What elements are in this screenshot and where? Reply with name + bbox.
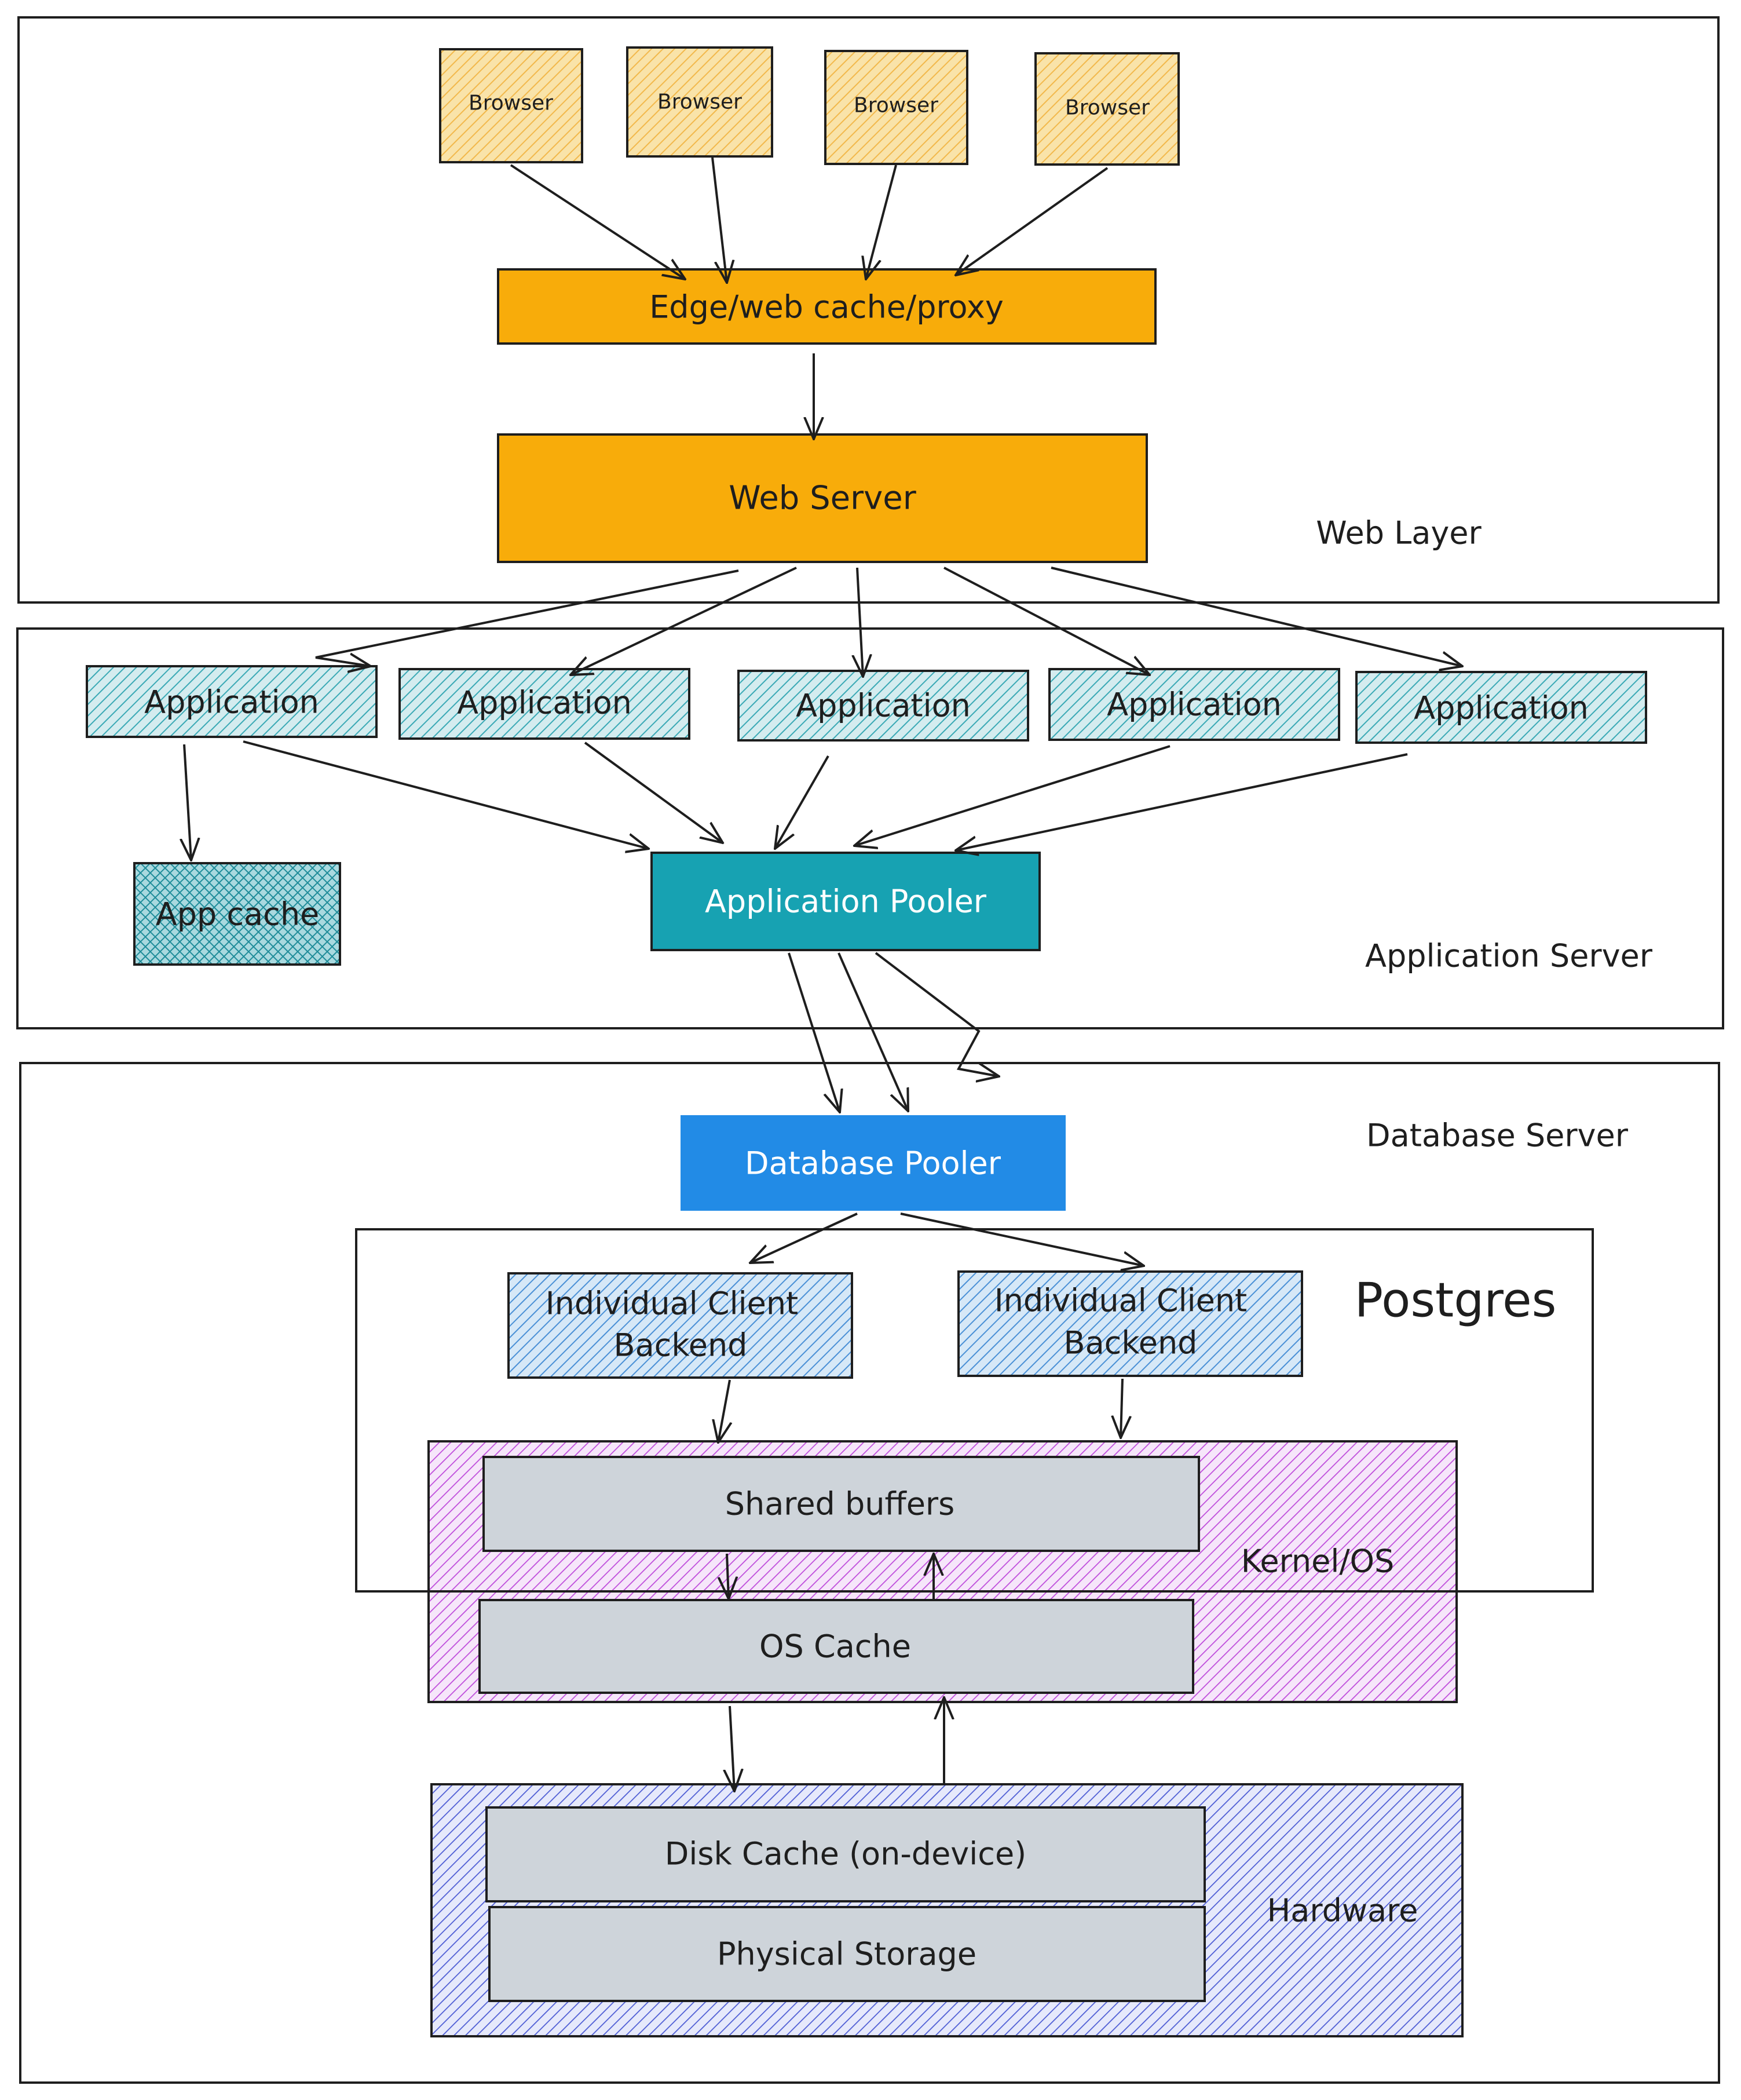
client-backend-label-line1: Individual Client (546, 1285, 798, 1322)
application-pooler-label: Application Pooler (705, 883, 987, 920)
shared-buffers-label: Shared buffers (725, 1486, 955, 1522)
application-node: Application (1048, 668, 1340, 741)
client-backend-node: Individual Client Backend (507, 1272, 853, 1379)
physical-storage-node: Physical Storage (488, 1906, 1206, 2002)
application-label: Application (144, 684, 319, 721)
browser-label: Browser (1065, 96, 1150, 120)
client-backend-label-line1: Individual Client (994, 1283, 1247, 1319)
web-server-label: Web Server (729, 480, 917, 517)
database-server-region (19, 1062, 1720, 2084)
application-server-region (16, 627, 1724, 1029)
application-label: Application (796, 688, 971, 724)
physical-storage-label: Physical Storage (717, 1936, 976, 1973)
arrow (956, 753, 1408, 850)
browser-node: Browser (824, 50, 968, 165)
arrow (711, 157, 727, 283)
web-layer-region (17, 16, 1720, 604)
arrow (775, 755, 829, 849)
client-backend-label-line2: Backend (1064, 1325, 1198, 1361)
edge-proxy-label: Edge/web cache/proxy (649, 289, 1004, 326)
kernel-os-label: Kernel/OS (1241, 1543, 1395, 1580)
application-node: Application (1355, 671, 1647, 744)
browser-label: Browser (854, 94, 938, 118)
client-backend-label-line2: Backend (614, 1327, 748, 1364)
arrow (184, 744, 191, 860)
application-node: Application (86, 665, 378, 738)
arrow (1051, 567, 1462, 666)
application-pooler-node: Application Pooler (650, 852, 1041, 951)
disk-cache-node: Disk Cache (on-device) (485, 1806, 1206, 1902)
arrow (510, 164, 685, 279)
os-cache-label: OS Cache (759, 1628, 911, 1665)
database-pooler-node: Database Pooler (681, 1115, 1066, 1211)
arrow (243, 740, 649, 849)
postgres-label: Postgres (1355, 1273, 1557, 1328)
web-server-node: Web Server (497, 433, 1148, 563)
arrow (866, 165, 897, 279)
application-label: Application (1414, 690, 1589, 726)
arrow (727, 1553, 729, 1599)
disk-cache-label: Disk Cache (on-device) (665, 1836, 1027, 1872)
browser-label: Browser (469, 92, 553, 115)
browser-node: Browser (1034, 52, 1180, 166)
arrow (837, 952, 908, 1111)
arrow (570, 567, 797, 675)
arrow (956, 167, 1109, 275)
database-server-label: Database Server (1366, 1117, 1629, 1154)
arrow (750, 1212, 858, 1263)
edge-proxy-node: Edge/web cache/proxy (497, 268, 1157, 345)
database-pooler-label: Database Pooler (745, 1145, 1001, 1182)
app-cache-node: App cache (133, 862, 341, 966)
arrow (900, 1212, 1144, 1266)
browser-node: Browser (626, 46, 773, 158)
arrow (315, 569, 739, 666)
arrow (943, 567, 1150, 675)
arrow (1121, 1378, 1122, 1438)
client-backend-node: Individual Client Backend (957, 1270, 1303, 1377)
arrow (788, 952, 840, 1112)
arrow (718, 1379, 730, 1442)
shared-buffers-node: Shared buffers (482, 1456, 1200, 1552)
arrow (875, 952, 999, 1076)
application-server-label: Application Server (1365, 938, 1653, 974)
web-layer-label: Web Layer (1316, 515, 1482, 552)
application-label: Application (1107, 686, 1282, 723)
arrow (857, 567, 863, 677)
application-node: Application (737, 670, 1029, 742)
arrow (730, 1705, 734, 1791)
browser-node: Browser (439, 48, 583, 163)
application-label: Application (457, 685, 632, 721)
os-cache-node: OS Cache (478, 1599, 1194, 1694)
app-cache-label: App cache (156, 896, 320, 933)
hardware-label: Hardware (1267, 1893, 1418, 1929)
browser-label: Browser (657, 90, 742, 114)
arrow (584, 742, 723, 843)
arrow (854, 745, 1171, 846)
application-node: Application (398, 668, 690, 740)
